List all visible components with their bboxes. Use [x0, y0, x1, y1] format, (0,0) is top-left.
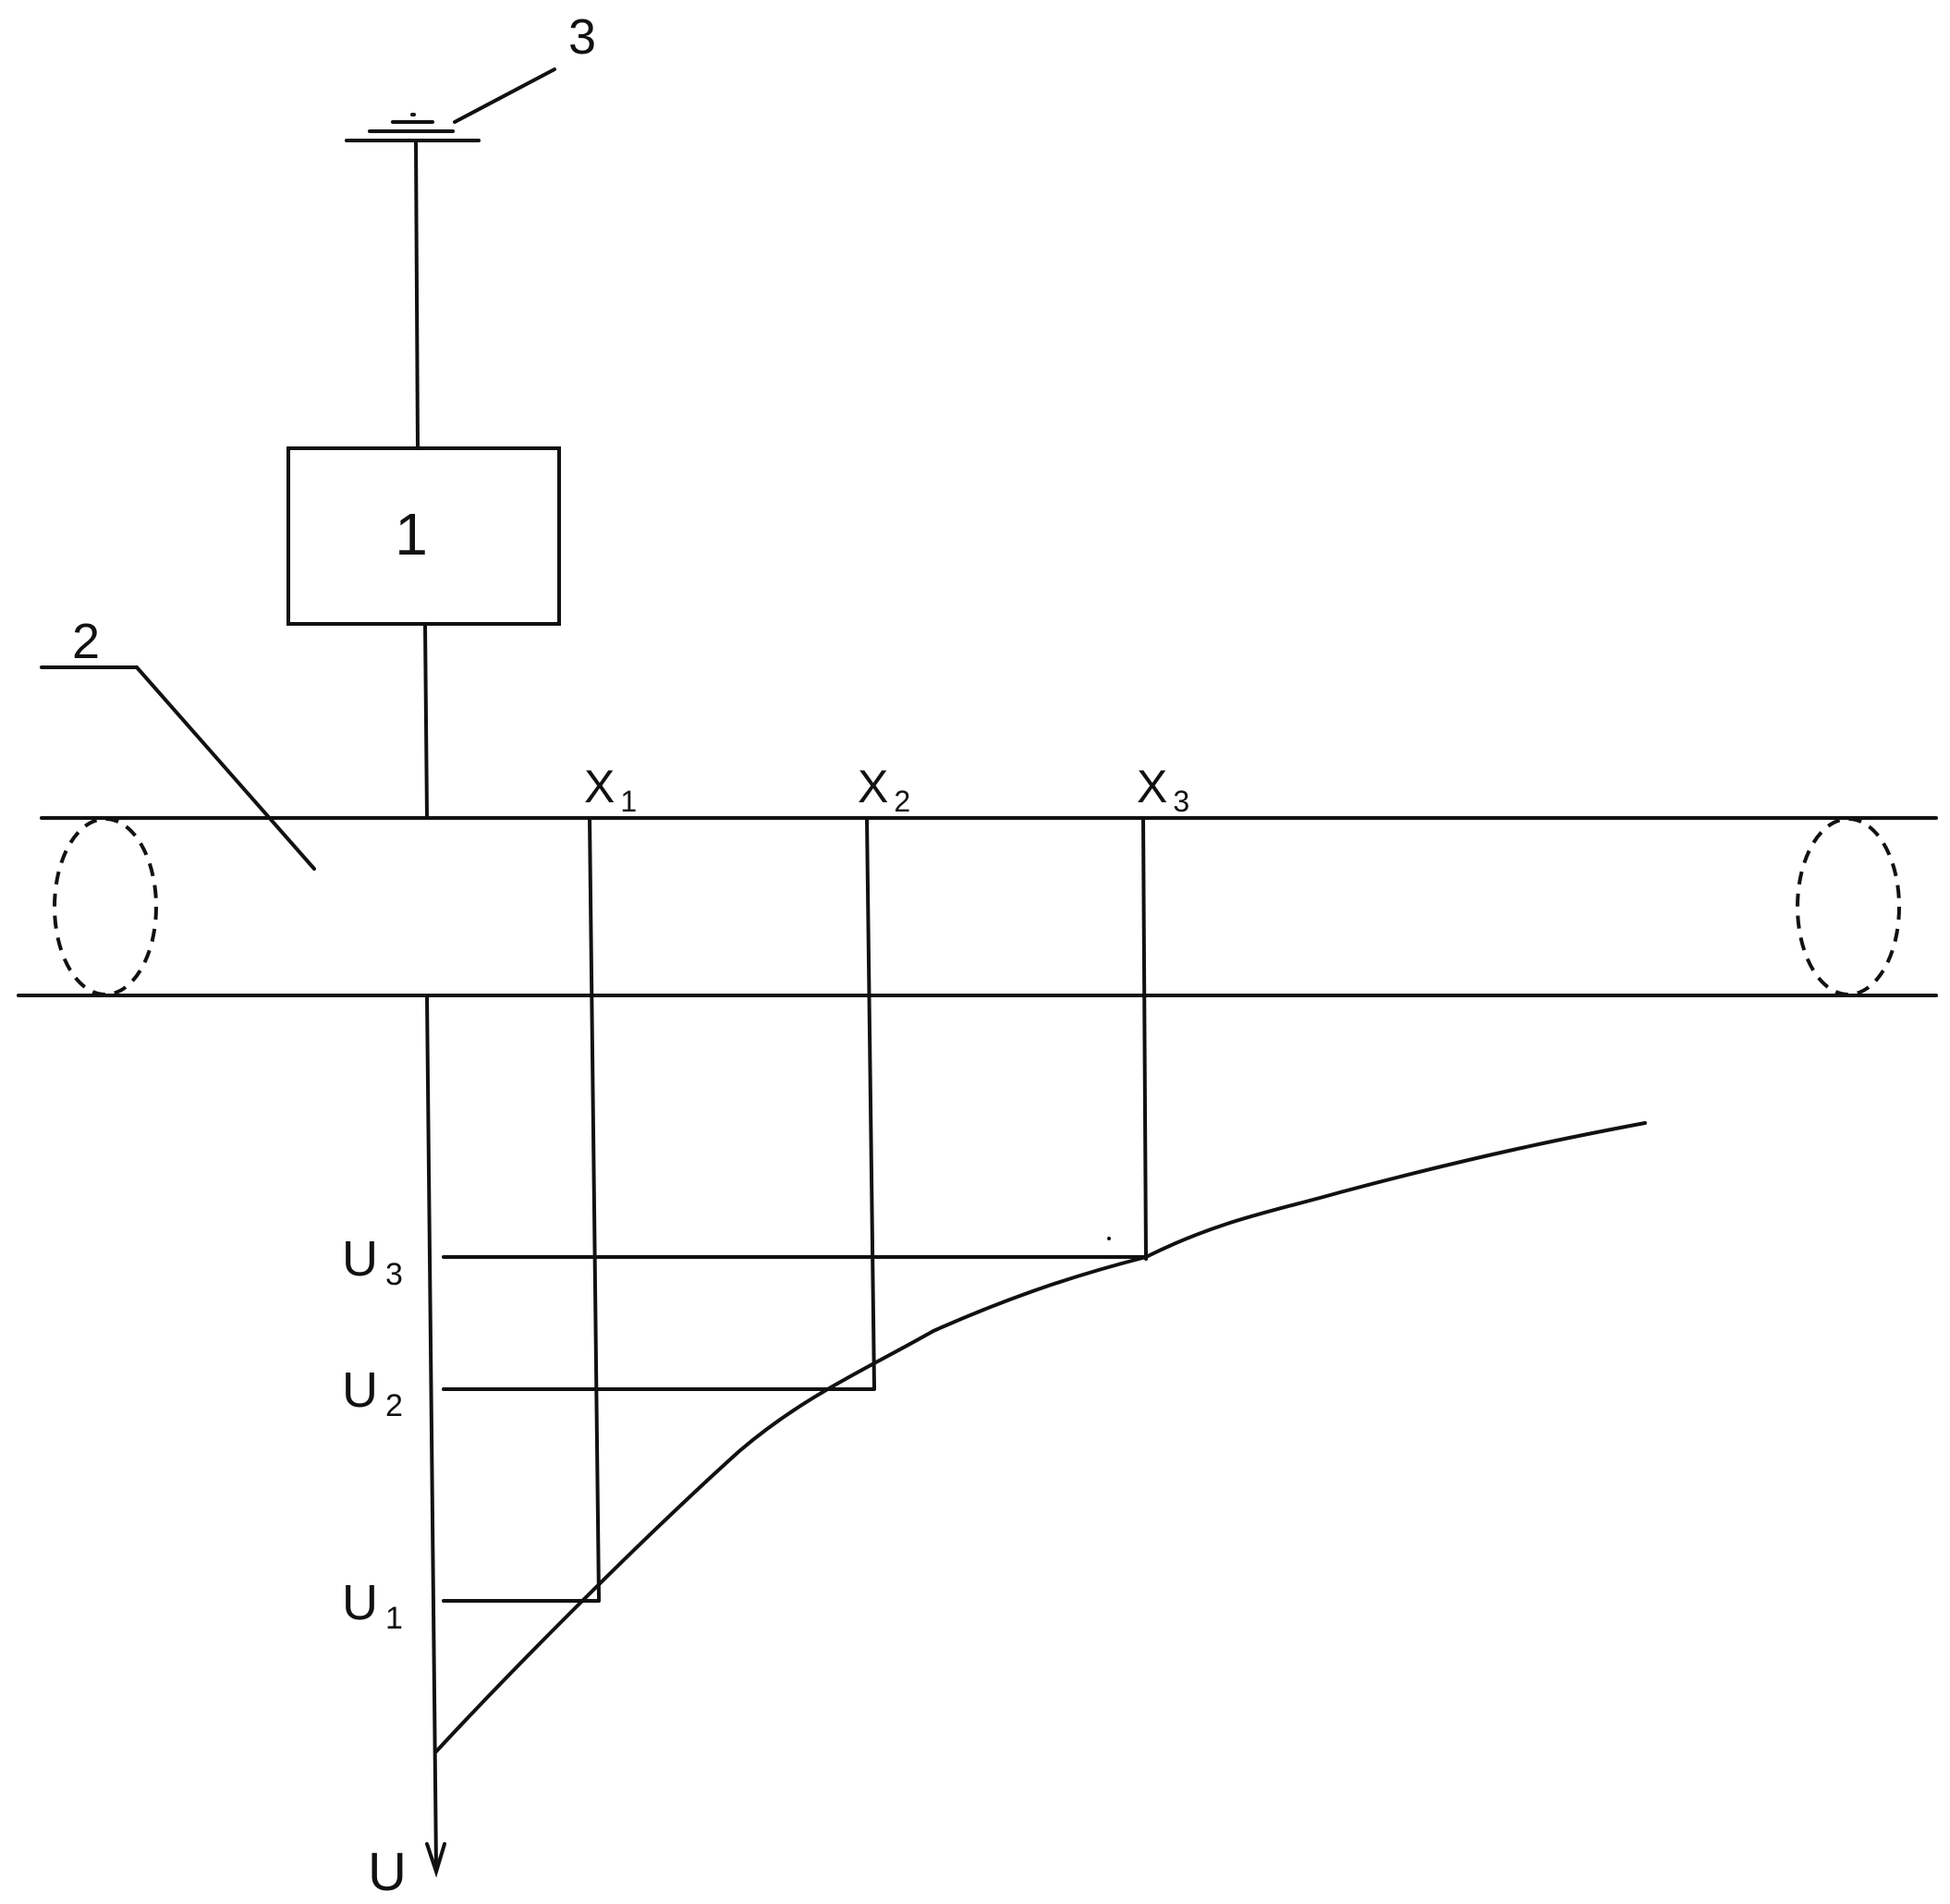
ground-wire: [414, 139, 420, 450]
conductor-label: 2: [72, 614, 100, 669]
ground-label: 3: [568, 9, 596, 65]
u-axis: [425, 994, 438, 1871]
conductor-left-end: [53, 817, 158, 996]
conductor-right-end: [1796, 817, 1901, 996]
x1-line: [588, 816, 601, 1601]
ground-symbol: [345, 113, 481, 142]
marker-dot: [1107, 1237, 1111, 1240]
x3-line: [1141, 816, 1148, 1261]
u-axis-label: U: [368, 1842, 407, 1902]
block-to-conductor-wire: [423, 622, 429, 820]
block-label: 1: [395, 501, 428, 568]
potential-curve: [434, 1121, 1647, 1753]
x2-line: [865, 816, 876, 1390]
ground-leader-line: [453, 67, 556, 124]
conductor-leader-line: [135, 665, 316, 871]
u-axis-arrowhead: [425, 1842, 446, 1878]
